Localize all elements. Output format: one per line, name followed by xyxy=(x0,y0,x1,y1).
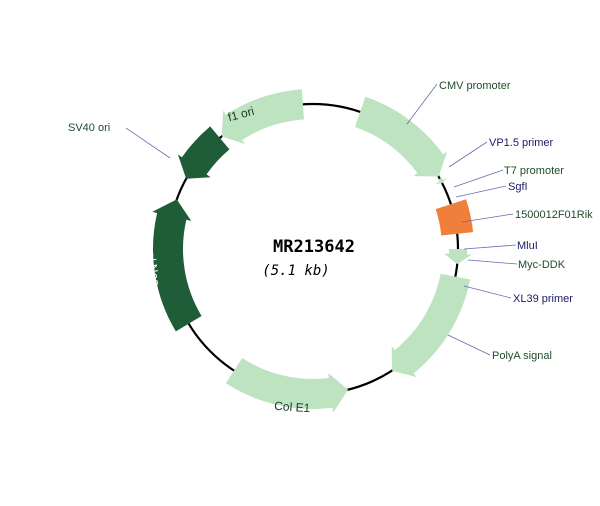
xl39-primer-label: XL39 primer xyxy=(513,293,573,305)
leader-vp15 xyxy=(448,141,488,168)
myc-ddk-label: Myc-DDK xyxy=(518,259,566,271)
kan-neo-arrow xyxy=(152,199,202,332)
leader-orf xyxy=(461,213,514,223)
cmv-promoter-label: CMV promoter xyxy=(439,80,511,92)
vp15-primer-label: VP1.5 primer xyxy=(489,137,554,149)
cmv-promoter-arrow xyxy=(354,96,448,177)
leader-mycddk xyxy=(467,259,518,265)
f1-ori-label: f1 ori xyxy=(226,104,255,124)
col-e1-label: Col E1 xyxy=(274,399,311,416)
col-e1-arrow xyxy=(225,358,349,413)
orf-label: 1500012F01Rik xyxy=(515,209,593,221)
sv40-ori-label: SV40 ori xyxy=(68,122,110,134)
leader-polya xyxy=(447,334,491,356)
mlui-label: MluI xyxy=(517,240,538,252)
leader-t7 xyxy=(453,169,504,188)
plasmid-name: MR213642 xyxy=(273,237,355,257)
polya-signal-label: PolyA signal xyxy=(492,350,552,362)
f1-ori-arrow xyxy=(221,89,304,145)
plasmid-size: (5.1 kb) xyxy=(262,263,329,279)
vp15-primer-arrow xyxy=(434,177,448,185)
leader-sv40 xyxy=(125,127,171,159)
leader-sgfi xyxy=(455,185,507,198)
sv40-ori-arrow xyxy=(177,126,230,179)
myc-ddk-arrow xyxy=(443,249,472,265)
leader-mlui xyxy=(463,244,517,250)
leader-xl39 xyxy=(463,285,512,299)
sgfi-label: SgfI xyxy=(508,181,528,193)
orf-block xyxy=(435,199,474,236)
t7-promoter-label: T7 promoter xyxy=(504,165,564,177)
leader-cmv xyxy=(406,83,438,125)
polya-arrow xyxy=(391,273,471,378)
